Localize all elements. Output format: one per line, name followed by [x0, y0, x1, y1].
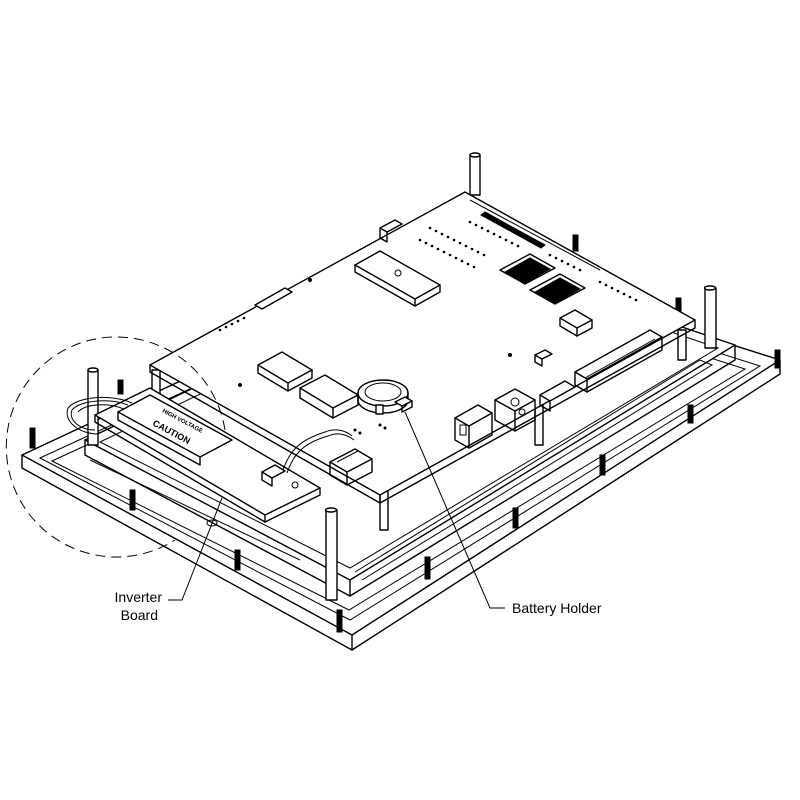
leader-lines	[168, 411, 505, 609]
inverter-wiring	[66, 396, 355, 474]
stud	[687, 404, 694, 424]
inverter-hole	[291, 481, 299, 489]
standoff	[677, 329, 687, 361]
inverter-connector	[261, 464, 286, 487]
standoff	[87, 367, 99, 446]
stud	[599, 454, 606, 476]
standoff	[469, 152, 481, 196]
terminal-block	[574, 329, 663, 393]
stud	[336, 609, 343, 633]
standoff	[379, 489, 389, 531]
stud	[129, 489, 136, 511]
standoff	[534, 404, 544, 446]
stud	[29, 427, 36, 449]
stud	[774, 349, 781, 369]
standoffs	[87, 152, 717, 601]
caution-component: CAUTION HIGH VOLTAGE	[117, 394, 233, 466]
inverter-label-line2: Board	[121, 607, 158, 623]
terminal-block	[539, 380, 576, 412]
mounting-studs	[29, 234, 781, 633]
main-circuit-board	[149, 191, 696, 504]
callout-labels: Inverter Board Battery Holder	[115, 589, 602, 623]
cpu-chip	[354, 250, 441, 307]
inverter-leader-line	[168, 497, 223, 601]
inverter-label-line1: Inverter	[115, 589, 163, 605]
stud	[424, 556, 431, 580]
small-parts	[238, 278, 512, 435]
inverter-board[interactable]: CAUTION HIGH VOLTAGE	[94, 387, 321, 523]
detail-highlight-circle	[5, 336, 226, 558]
small-component	[559, 309, 593, 337]
rear-connector	[379, 219, 403, 243]
jumper	[534, 349, 553, 367]
side-connector	[254, 287, 293, 310]
edge-connector-row	[469, 199, 601, 271]
standoff	[703, 285, 717, 349]
stud	[117, 379, 124, 395]
usb-ports	[494, 388, 536, 432]
battery-holder[interactable]	[357, 379, 413, 415]
memory-chip	[529, 273, 586, 305]
stud	[512, 507, 519, 529]
ic-package	[257, 351, 313, 392]
wire-connector	[329, 448, 373, 486]
stud	[572, 234, 579, 252]
standoff	[324, 507, 338, 601]
stud	[234, 549, 241, 571]
battery-leader-line	[404, 411, 505, 609]
memory-chip	[499, 253, 556, 285]
pin-header-rows	[218, 220, 638, 332]
battery-holder-label: Battery Holder	[512, 600, 602, 616]
ethernet-port	[454, 404, 493, 449]
